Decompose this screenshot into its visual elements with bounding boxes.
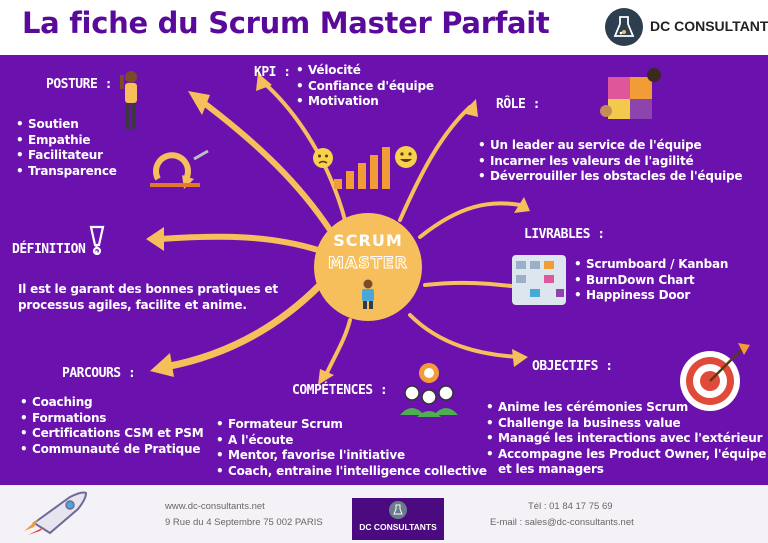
heading-posture: POSTURE :	[46, 77, 112, 92]
footer-email[interactable]: E-mail : sales@dc-consultants.net	[490, 517, 634, 528]
header-bar: La fiche du Scrum Master Parfait DC CONS…	[0, 0, 768, 55]
heading-objectifs: OBJECTIFS :	[532, 359, 613, 374]
list-item: BurnDown Chart	[574, 273, 728, 289]
heading-parcours: PARCOURS :	[62, 366, 136, 381]
list-item: Happiness Door	[574, 288, 728, 304]
footer-phone: Tél : 01 84 17 75 69	[528, 501, 613, 512]
list-item: Anime les cérémonies Scrum	[486, 400, 766, 416]
center-circle	[314, 213, 422, 321]
list-livrables: Scrumboard / Kanban BurnDown Chart Happi…	[574, 257, 728, 304]
center-title-master: MASTER	[328, 253, 408, 273]
definition-text-line2: processus agiles, facilite et anime.	[18, 298, 247, 312]
emoji-sad-icon	[313, 148, 333, 168]
list-item: Scrumboard / Kanban	[574, 257, 728, 273]
list-posture: Soutien Empathie Facilitateur Transparen…	[16, 117, 117, 179]
list-item: Coach, entraine l'intelligence collectiv…	[216, 464, 487, 480]
list-item: Soutien	[16, 117, 117, 133]
mindmap-panel: SCRUM MASTER POSTURE : Soutien Empathie …	[0, 55, 768, 485]
rocket-icon	[24, 491, 88, 535]
list-item: Un leader au service de l'équipe	[478, 138, 742, 154]
list-item: Accompagne les Product Owner, l'équipe	[486, 447, 766, 463]
list-item: Déverrouiller les obstacles de l'équipe	[478, 169, 743, 185]
list-item: Confiance d'équipe	[296, 79, 434, 95]
page-title: La fiche du Scrum Master Parfait	[22, 6, 550, 40]
heading-competences: COMPÉTENCES :	[292, 383, 388, 398]
list-item-continued: et les managers	[498, 462, 604, 476]
person-standing-icon	[120, 71, 137, 129]
list-item: Empathie	[16, 133, 117, 149]
list-item: Vélocité	[296, 63, 434, 79]
footer-logo-name: DC CONSULTANTS	[359, 522, 437, 532]
heading-role: RÔLE :	[496, 97, 540, 112]
flask-logo-icon	[605, 8, 643, 46]
list-item: Facilitateur	[16, 148, 117, 164]
list-item: Mentor, favorise l'initiative	[216, 448, 487, 464]
cycle-arrows-icon	[150, 149, 209, 189]
list-item: Communauté de Pratique	[20, 442, 203, 458]
list-item: A l'écoute	[216, 433, 487, 449]
list-item: Formateur Scrum	[216, 417, 487, 433]
target-arrow-icon	[680, 343, 750, 411]
center-title-scrum: SCRUM	[333, 231, 403, 250]
footer-address: 9 Rue du 4 Septembre 75 002 PARIS	[165, 517, 323, 528]
list-item: Coaching	[20, 395, 203, 411]
puzzle-hands-icon	[600, 68, 661, 119]
footer-logo	[352, 498, 444, 540]
list-item: Challenge la business value	[486, 416, 766, 432]
list-objectifs: Anime les cérémonies Scrum Challenge la …	[486, 400, 766, 478]
list-item: Formations	[20, 411, 203, 427]
list-item: Transparence	[16, 164, 117, 180]
footer-website[interactable]: www.dc-consultants.net	[165, 501, 265, 512]
kanban-board-icon	[512, 255, 566, 305]
heading-definition: DÉFINITION :	[12, 242, 100, 257]
list-item: Managé les interactions avec l'extérieur	[486, 431, 766, 447]
flask-logo-icon	[389, 501, 407, 519]
emoji-happy-icon	[395, 146, 417, 168]
list-item: Motivation	[296, 94, 434, 110]
list-kpi: Vélocité Confiance d'équipe Motivation	[296, 63, 434, 110]
exclamation-icon	[89, 225, 105, 255]
brand-name: DC CONSULTANTS	[650, 18, 768, 34]
list-item: Incarner les valeurs de l'agilité	[478, 154, 742, 170]
list-role: Un leader au service de l'équipe Incarne…	[478, 138, 743, 185]
definition-text-line1: Il est le garant des bonnes pratiques et	[18, 282, 278, 296]
bar-chart-icon	[334, 147, 390, 189]
list-item: Certifications CSM et PSM	[20, 426, 204, 442]
heading-kpi: KPI :	[254, 65, 291, 80]
team-gear-icon	[400, 363, 458, 417]
list-competences: Formateur Scrum A l'écoute Mentor, favor…	[216, 417, 487, 479]
list-parcours: Coaching Formations Certifications CSM e…	[20, 395, 204, 458]
heading-livrables: LIVRABLES :	[524, 227, 605, 242]
person-icon-center	[362, 279, 374, 309]
